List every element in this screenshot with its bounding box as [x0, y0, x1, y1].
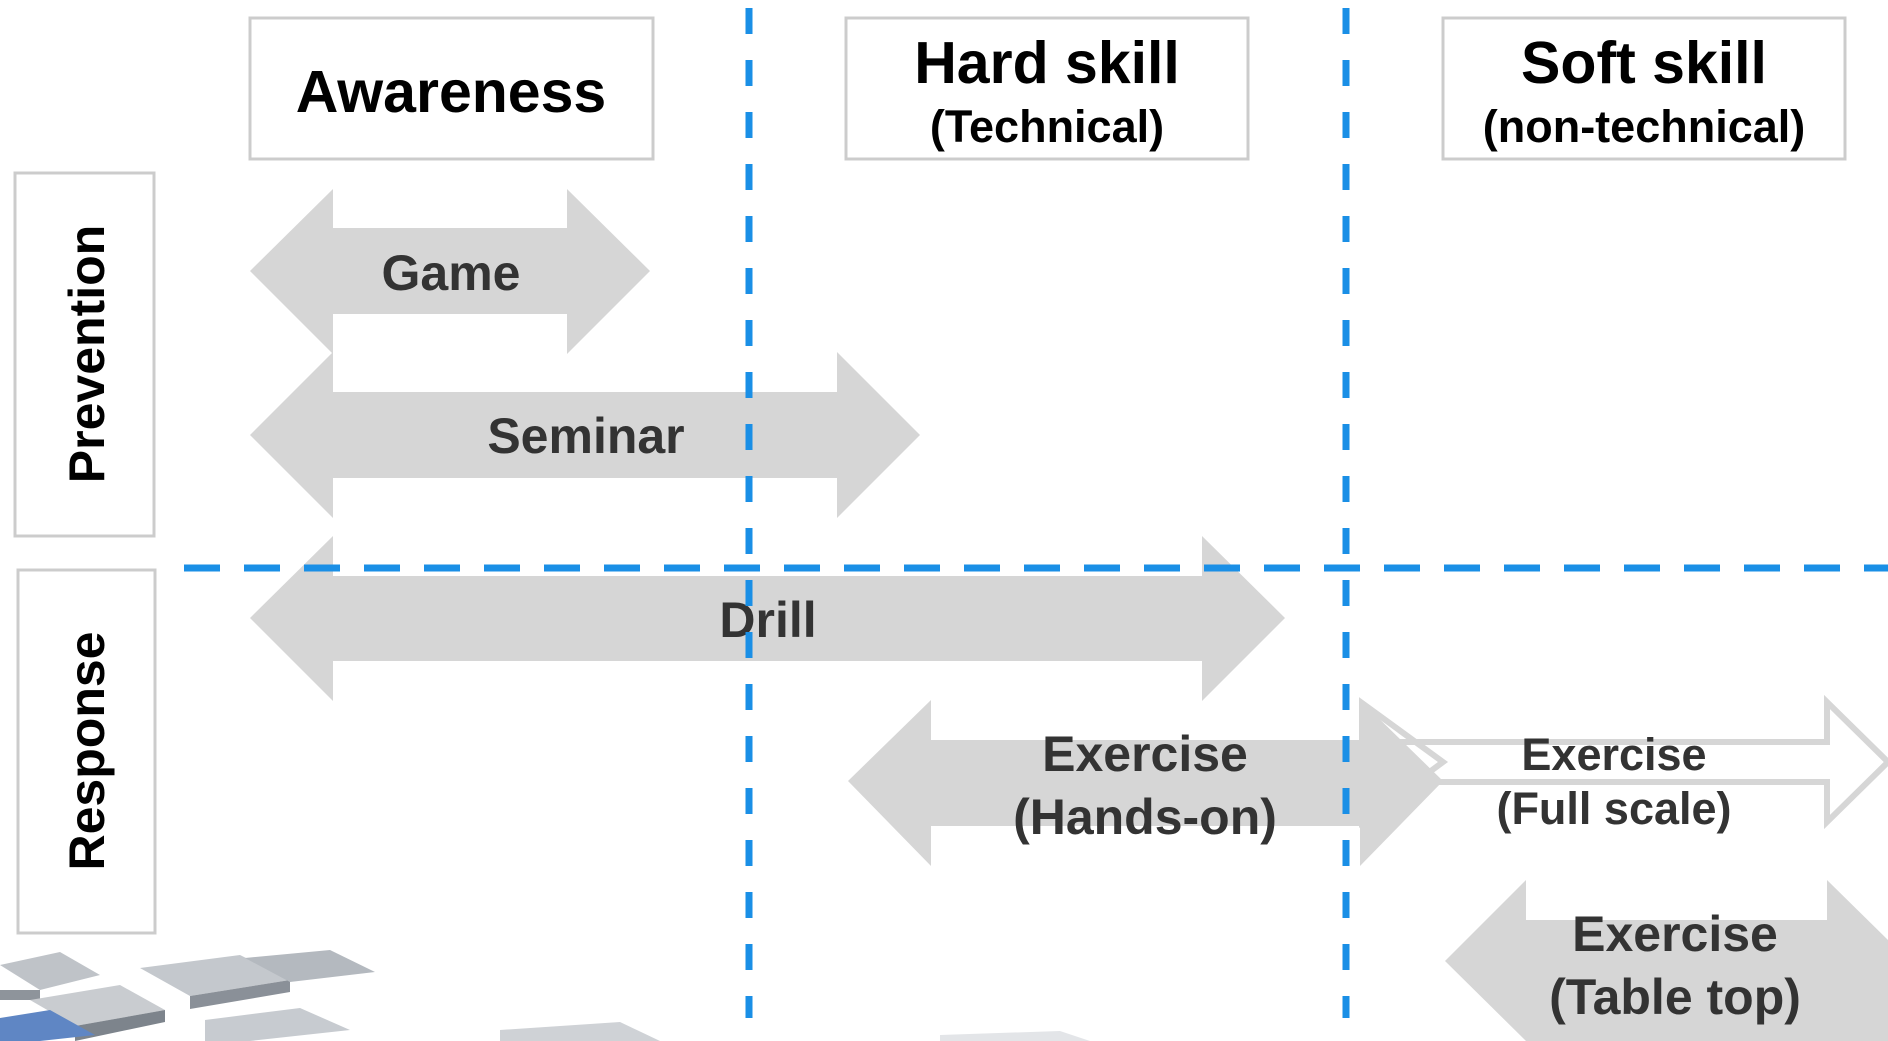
header-awareness: Awareness — [248, 16, 655, 161]
row-prevention-label: Prevention — [59, 225, 115, 483]
arrow-exercise-table-top: Exercise (Table top) — [1445, 880, 1888, 1041]
arrow-exercise-table-top-line1: Exercise — [1572, 906, 1778, 962]
arrow-exercise-full-scale: Exercise (Full scale) — [1359, 694, 1888, 834]
row-response: Response — [16, 568, 157, 935]
row-response-label: Response — [59, 632, 115, 871]
header-hard-skill: Hard skill (Technical) — [844, 16, 1250, 161]
arrow-seminar-label: Seminar — [487, 408, 684, 464]
arrow-drill: Drill — [250, 536, 1285, 701]
arrow-seminar: Seminar — [250, 352, 920, 518]
header-soft-skill: Soft skill (non-technical) — [1441, 16, 1847, 161]
arrow-game: Game — [250, 189, 650, 354]
header-hard-skill-title: Hard skill — [914, 30, 1180, 96]
row-prevention: Prevention — [13, 171, 156, 538]
header-soft-skill-title: Soft skill — [1521, 30, 1767, 96]
header-soft-skill-subtitle: (non-technical) — [1483, 101, 1806, 152]
3d-tiles-decoration — [0, 950, 1090, 1041]
arrow-game-label: Game — [382, 245, 521, 301]
header-hard-skill-subtitle: (Technical) — [930, 101, 1164, 152]
arrow-exercise-table-top-line2: (Table top) — [1549, 969, 1801, 1025]
header-awareness-title: Awareness — [296, 59, 607, 125]
arrow-exercise-full-scale-line1: Exercise — [1521, 729, 1706, 780]
arrow-exercise-hands-on-line1: Exercise — [1042, 726, 1248, 782]
arrow-exercise-hands-on: Exercise (Hands-on) — [848, 700, 1443, 866]
arrow-drill-label: Drill — [719, 592, 816, 648]
arrow-exercise-hands-on-line2: (Hands-on) — [1013, 789, 1277, 845]
arrow-exercise-full-scale-line2: (Full scale) — [1496, 783, 1731, 834]
